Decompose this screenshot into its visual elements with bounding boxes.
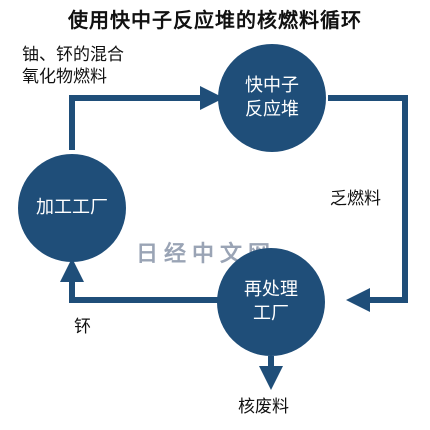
reprocessing-node: 再处理 工厂	[217, 248, 325, 356]
reactor-node: 快中子 反应堆	[218, 44, 326, 152]
arrow-reprocessing-to-fabrication	[60, 258, 228, 303]
diagram-title: 使用快中子反应堆的核燃料循环	[68, 8, 362, 32]
waste-label: 核废料	[238, 397, 289, 417]
arrow-fabrication-to-reactor	[69, 86, 224, 150]
fabrication-node: 加工工厂	[18, 154, 126, 262]
arrow-reactor-to-reprocessing	[328, 95, 408, 312]
input-fuel-label: 铀、钚的混合 氧化物燃料	[22, 45, 124, 87]
spent-fuel-label: 乏燃料	[330, 189, 381, 209]
plutonium-label: 钚	[74, 317, 91, 337]
